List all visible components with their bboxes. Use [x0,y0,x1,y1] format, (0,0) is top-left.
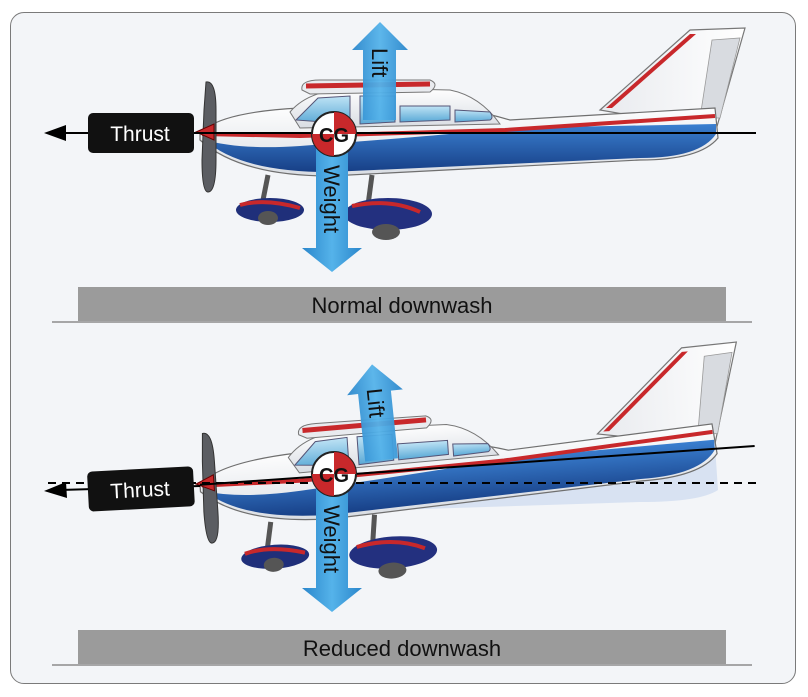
cg-symbol: CG [311,451,357,497]
cg-label: CG [319,125,349,147]
lift-arrow [352,22,408,120]
thrust-box [88,113,194,153]
airplane-pitched [194,341,755,579]
panel-label: Reduced downwash [303,636,501,661]
cg-label: CG [319,465,349,487]
panel-label: Normal downwash [312,293,493,318]
thrust-label: Thrust [110,123,170,146]
thrust-arrowhead [44,482,67,498]
thrust-box [87,466,195,512]
longitudinal-axis [199,444,755,486]
panel-normal: Normal downwash [44,22,756,323]
thrust-arrowhead [44,125,66,141]
lift-label: Lift [362,387,390,419]
weight-arrow [302,488,362,612]
weight-label: Weight [319,165,344,233]
weight-label: Weight [319,505,344,573]
weight-arrow [302,145,362,272]
ground-band [78,630,726,664]
lift-arrow [347,364,403,462]
thrust-label: Thrust [110,477,171,503]
airplane [194,27,756,240]
lift-label: Lift [367,48,392,77]
panel-reduced: Reduced downwash [44,341,756,666]
ground-band [78,287,726,321]
cg-symbol: CG [311,111,357,157]
